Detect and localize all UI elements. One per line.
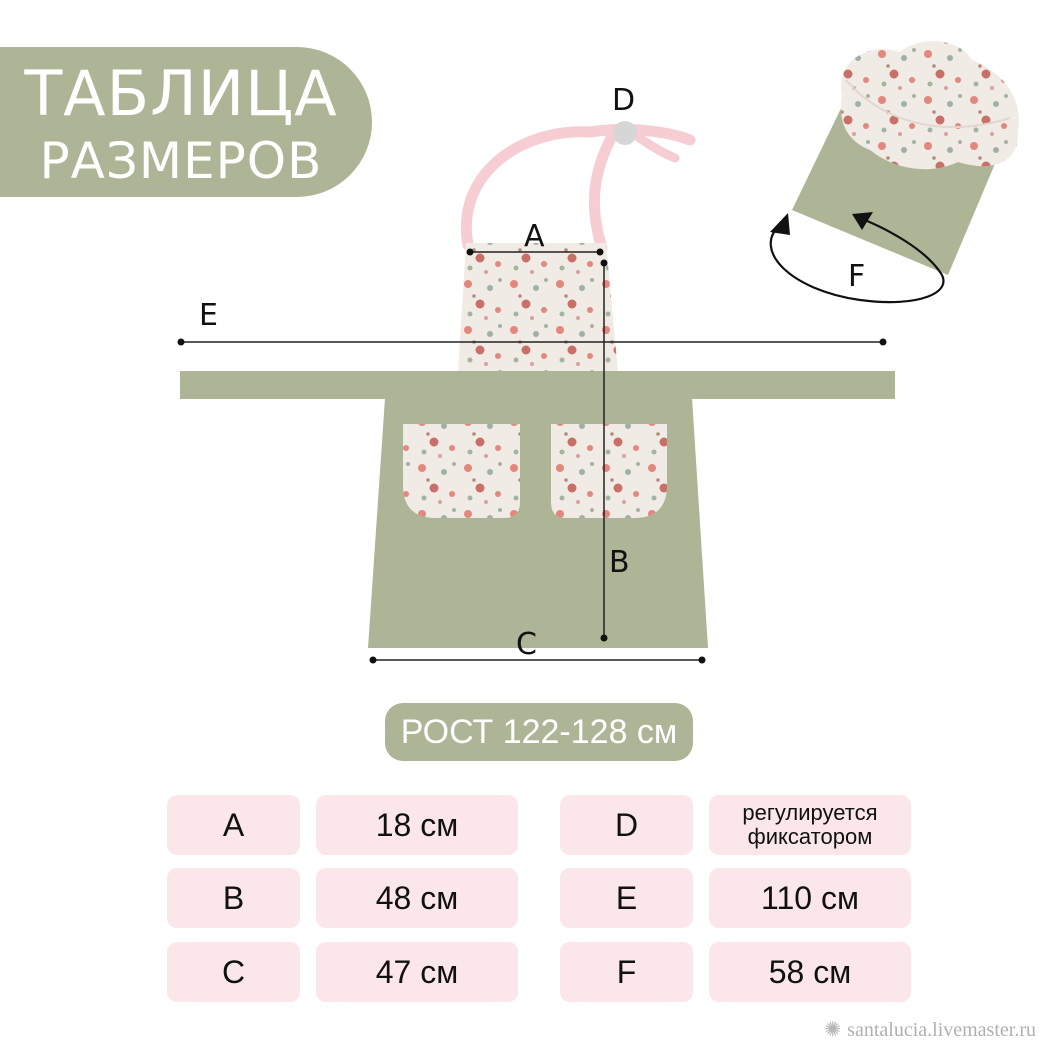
table-value-d: регулируется фиксатором (709, 795, 911, 855)
title-banner: ТАБЛИЦА РАЗМЕРОВ (0, 47, 372, 197)
label-a: A (524, 219, 545, 254)
apron-waistband (180, 371, 895, 399)
table-key-c: C (167, 942, 300, 1002)
table-value-c: 47 см (316, 942, 518, 1002)
table-key-d: D (560, 795, 693, 855)
table-key-b: B (167, 868, 300, 928)
table-key-a: A (167, 795, 300, 855)
pocket-left (403, 424, 520, 518)
strap-clasp (613, 121, 637, 145)
gear-icon: ✺ (824, 1019, 842, 1041)
title-line-1: ТАБЛИЦА (24, 57, 338, 130)
label-d: D (612, 83, 635, 118)
apron-bib (458, 243, 618, 372)
height-badge: РОСТ 122-128 см (385, 703, 693, 761)
table-value-b: 48 см (316, 868, 518, 928)
table-value-f: 58 см (709, 942, 911, 1002)
neck-strap (460, 124, 696, 251)
hat-top (840, 41, 1019, 170)
apron-diagram: A B C E D F (177, 41, 1019, 664)
hat-circumference-arrow (769, 216, 945, 304)
pocket-right (551, 424, 667, 518)
label-c: C (516, 627, 537, 662)
table-key-f: F (560, 942, 693, 1002)
table-key-e: E (560, 868, 693, 928)
label-b: B (609, 545, 630, 580)
table-value-a: 18 см (316, 795, 518, 855)
strap-tail (588, 130, 618, 254)
label-e: E (199, 298, 218, 333)
watermark: ✺santalucia.livemaster.ru (824, 1017, 1036, 1042)
watermark-text: santalucia.livemaster.ru (847, 1019, 1036, 1041)
label-f: F (848, 259, 865, 294)
title-line-2: РАЗМЕРОВ (39, 132, 323, 190)
table-value-e: 110 см (709, 868, 911, 928)
